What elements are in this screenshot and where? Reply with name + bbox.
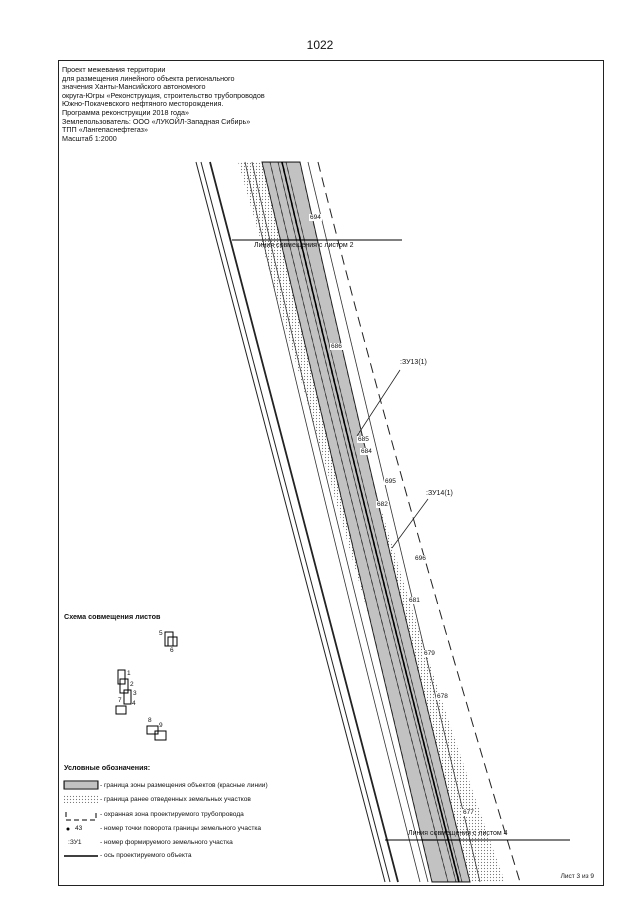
leader-line	[356, 369, 401, 437]
sheet-number: 1	[127, 670, 131, 677]
pipeline-line	[251, 161, 429, 883]
title-line: Программа реконструкции 2018 года»	[62, 107, 190, 117]
parcel-label: :ЗУ13(1)	[400, 359, 427, 366]
legend-swatch-allotted	[64, 795, 98, 803]
point-number: 679	[423, 650, 436, 657]
sheet-number: 9	[159, 722, 163, 729]
legend-point-marker	[66, 827, 70, 831]
schema-title: Схема совмещения листов	[64, 612, 161, 621]
point-number: 694	[309, 214, 322, 221]
leader-line	[391, 498, 429, 549]
match-line-bottom-label: Линия совмещения с листом 4	[408, 830, 508, 837]
protection-zone	[317, 161, 521, 883]
title-line: Проект межевания территории	[62, 65, 166, 74]
sheet-number: 5	[159, 630, 163, 637]
legend-swatch-red-line	[63, 780, 99, 790]
legend-item: - граница ранее отведенных земельных уча…	[100, 796, 251, 803]
legend-marker: 43	[75, 825, 83, 832]
point-number: 682	[376, 501, 389, 508]
point-number: 684	[360, 448, 373, 455]
title-line: ТПП «Лангепаснефтегаз»	[62, 125, 148, 135]
point-number: 685	[357, 436, 370, 443]
point-number: 696	[414, 555, 427, 562]
point-number: 681	[408, 597, 421, 604]
title-line: округа-Югры «Реконструкция, строительств…	[62, 90, 265, 100]
pipeline-line	[277, 161, 457, 883]
legend-item: - граница зоны размещения объектов (крас…	[100, 782, 268, 789]
sheet-label: Лист 3 из 9	[560, 873, 594, 880]
legend-swatch-protection	[65, 812, 97, 821]
title-line: для размещения линейного объекта региона…	[62, 73, 235, 83]
pipeline-line	[244, 161, 421, 883]
road-line	[200, 161, 391, 883]
parcel-label: :ЗУ14(1)	[426, 490, 453, 497]
point-number: 678	[436, 693, 449, 700]
sheet-number: 7	[118, 697, 122, 704]
sheet-number: 3	[133, 690, 137, 697]
legend-item: - охранная зона проектируемого трубопров…	[100, 811, 244, 818]
object-axis	[281, 161, 460, 883]
sheet-schema-map	[115, 631, 178, 741]
title-line: Южно-Покачевского нефтяного месторождени…	[62, 99, 224, 109]
pipeline-line	[307, 161, 481, 883]
title-line: Землепользователь: ООО «ЛУКОЙЛ-Западная …	[62, 116, 251, 126]
drawing-frame	[58, 60, 604, 886]
legend-item: - номер точки поворота границы земельног…	[100, 825, 262, 832]
pipeline-line	[269, 161, 449, 883]
road-line	[209, 161, 399, 883]
page-number: 1022	[306, 38, 334, 52]
title-line: значения Ханты-Мансийского автономного	[62, 82, 206, 92]
legend-item: - номер формируемого земельного участка	[100, 839, 233, 846]
road-line	[195, 161, 386, 883]
match-line-top-label: Линия совмещения с листом 2	[254, 242, 354, 249]
title-line: Масштаб 1:2000	[62, 133, 117, 143]
point-number: 677	[462, 809, 475, 816]
legend-title: Условные обозначения:	[64, 763, 151, 772]
red-line-zone	[261, 161, 471, 883]
sheet-number: 6	[170, 647, 174, 654]
pipeline-line	[285, 161, 463, 883]
sheet-number: 4	[132, 700, 136, 707]
title-block: Проект межевания территории для размещен…	[62, 65, 265, 143]
legend-item: - ось проектируемого объекта	[100, 852, 192, 859]
sheet-number: 8	[148, 717, 152, 724]
sheet-number: 2	[130, 681, 134, 688]
legend-marker: :ЗУ1	[68, 839, 82, 846]
point-number: 686	[330, 343, 343, 350]
point-number: 695	[384, 478, 397, 485]
